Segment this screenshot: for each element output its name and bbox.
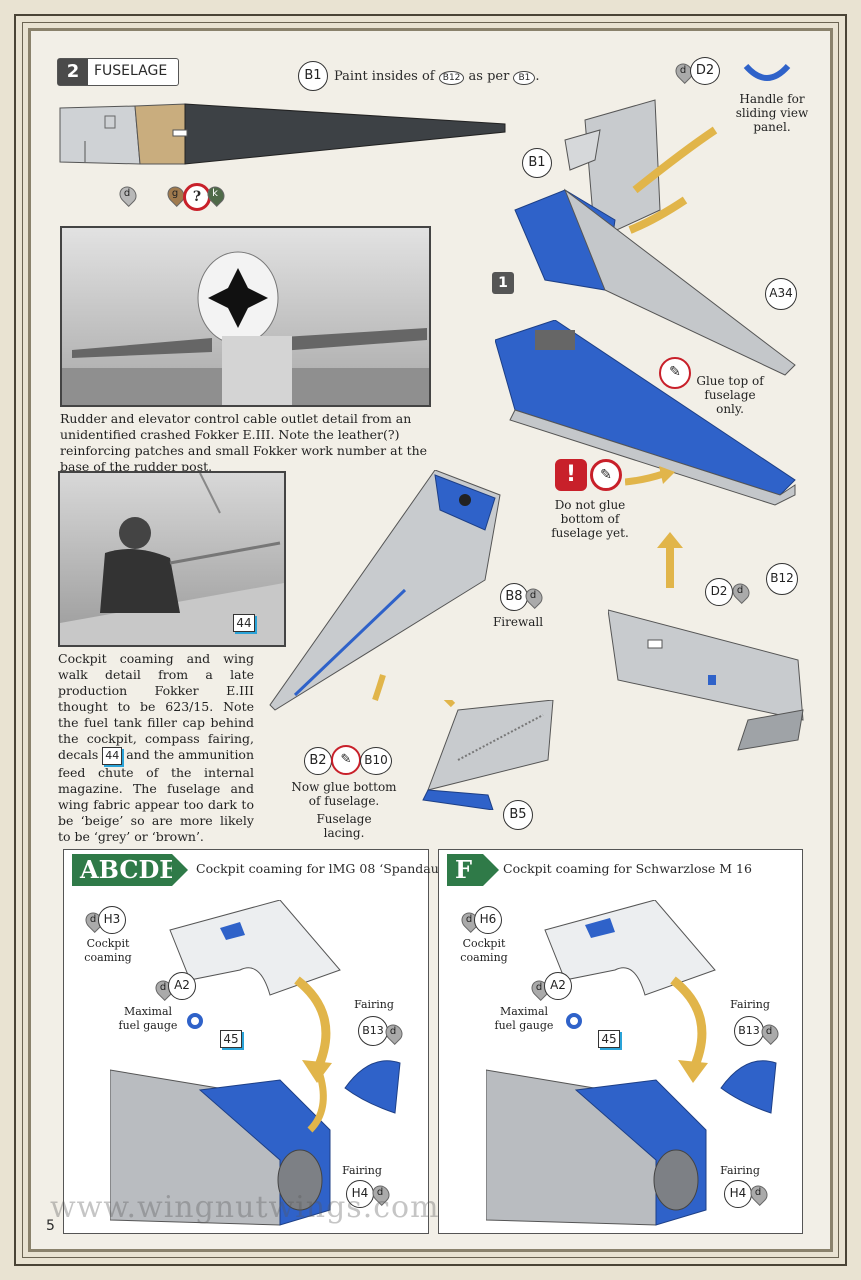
photo2-caption-before: Cockpit coaming and wing walk detail fro… (58, 651, 254, 762)
f-b13-drop-label: d (765, 1026, 773, 1037)
abcde-fairing-label: Fairing (354, 998, 394, 1011)
decal-44-photo: 44 (233, 614, 255, 632)
handle-drop-label: d (679, 65, 687, 76)
glue-icon-top: ✎ (659, 357, 691, 389)
section-number: 2 (58, 59, 88, 85)
abcde-h4-drop-label: d (376, 1187, 384, 1198)
page-number: 5 (46, 1218, 55, 1234)
rear-d2-drop-label: d (736, 585, 744, 596)
f-h4-drop-label: d (754, 1187, 762, 1198)
abcde-fuselage-front (110, 1069, 331, 1226)
abcde-a2-drop-label: d (159, 982, 167, 993)
bottom-glue-caption: Now glue bottom of fuselage. (291, 780, 397, 808)
top-note-mid: as per (468, 69, 510, 84)
firewall-caption: Firewall (492, 615, 544, 629)
callout-h3: H3 (98, 906, 126, 934)
panel-f-title: Cockpit coaming for Schwarzlose M 16 (503, 861, 752, 876)
decal-44-inline: 44 (102, 747, 123, 765)
fuselage-lacing-detail (422, 700, 554, 810)
callout-h4-f: H4 (724, 1180, 752, 1208)
photo1-caption: Rudder and elevator control cable outlet… (60, 411, 428, 474)
top-note-text: Paint insides of (334, 69, 435, 84)
abcde-fairing2-label: Fairing (342, 1164, 382, 1177)
handle-part-icon (743, 63, 791, 81)
handle-caption: Handle for sliding view panel. (735, 92, 809, 134)
page-border-middle (22, 22, 839, 1258)
photo-crashed-fokker-image (62, 251, 429, 405)
panel-abcde-badge: ABCDE (72, 854, 188, 886)
callout-h6: H6 (474, 906, 502, 934)
glue-icon-bottom: ✎ (331, 745, 361, 775)
callout-b1: B1 (298, 61, 328, 91)
fuselage-frame-assembly (514, 99, 796, 376)
no-glue-icon: ✎ (590, 459, 622, 491)
page-border-outer (14, 14, 847, 1266)
callout-b1-right: B1 (522, 148, 552, 178)
f-gauge-label: Maximal fuel gauge (494, 1005, 554, 1032)
abcde-h-drop-label: d (89, 914, 97, 925)
callout-a34: A34 (765, 278, 797, 310)
decal-45-f: 45 (598, 1030, 620, 1048)
panel-f-badge: F (447, 854, 499, 886)
firewall-drop-label: d (529, 590, 537, 601)
callout-b8: B8 (500, 583, 528, 611)
lacing-caption: Fuselage lacing. (316, 812, 372, 840)
step-1-badge: 1 (492, 272, 514, 294)
top-note: Paint insides of B12 as per B1. (334, 69, 540, 85)
ref-b1: B1 (513, 71, 536, 85)
fuselage-underside-view (269, 470, 501, 711)
f-curve-arrow-icon (670, 976, 708, 1083)
rear-fuselage-detail (608, 609, 804, 751)
callout-a2-abcde: A2 (168, 972, 196, 1000)
fuselage-side-drawing (59, 103, 506, 165)
f-fuselage-front (486, 1069, 707, 1226)
paint-drop-d-label: d (123, 188, 131, 199)
panel-abcde-title: Cockpit coaming for lMG 08 ‘Spandau’ (196, 861, 443, 876)
callout-d2-rear: D2 (705, 578, 733, 606)
callout-a2-f: A2 (544, 972, 572, 1000)
abcde-fairing-part (344, 1060, 401, 1114)
paint-drop-k-label: k (212, 188, 218, 199)
callout-b13-f: B13 (734, 1016, 764, 1046)
abcde-curve-arrow-icon (294, 976, 332, 1083)
f-fairing-part (720, 1060, 777, 1114)
section-header: 2 FUSELAGE (57, 58, 179, 86)
callout-b2: B2 (304, 747, 332, 775)
f-fairing2-label: Fairing (720, 1164, 760, 1177)
abcde-gauge-label: Maximal fuel gauge (118, 1005, 178, 1032)
callout-b5: B5 (503, 800, 533, 830)
decal-45-abcde: 45 (220, 1030, 242, 1048)
photo-cockpit-coaming-image (60, 473, 284, 645)
f-gauge-part (566, 1013, 582, 1029)
abcde-b13-drop-label: d (389, 1026, 397, 1037)
abcde-coaming-part (169, 900, 341, 996)
photo2-caption-after: and the ammunition feed chute of the int… (58, 747, 255, 844)
photo2-caption: Cockpit coaming and wing walk detail fro… (58, 651, 254, 845)
warning-icon: ! (555, 459, 587, 491)
glue-top-caption: Glue top of fuselage only. (696, 374, 764, 416)
f-a2-drop-label: d (535, 982, 543, 993)
callout-b12: B12 (766, 563, 798, 595)
abcde-gauge-part (187, 1013, 203, 1029)
callout-d2-handle: D2 (690, 57, 720, 85)
arrow-right-icon (625, 466, 675, 486)
no-glue-caption: Do not glue bottom of fuselage yet. (551, 498, 629, 540)
fuselage-top-blue (495, 320, 796, 506)
paint-drop-g-label: g (171, 188, 179, 199)
ref-b12: B12 (438, 71, 465, 85)
section-title: FUSELAGE (94, 63, 168, 79)
photo-crashed-fokker (60, 226, 431, 407)
photo-cockpit-coaming (58, 471, 286, 647)
callout-b13-abcde: B13 (358, 1016, 388, 1046)
callout-b10: B10 (360, 747, 392, 775)
watermark: www.wingnutwings.com (50, 1190, 440, 1225)
arrow-up-icon (657, 532, 683, 588)
f-coaming-label: Cockpit coaming (460, 937, 508, 964)
f-h-drop-label: d (465, 914, 473, 925)
f-fairing-label: Fairing (730, 998, 770, 1011)
top-note-end: . (535, 69, 540, 84)
abcde-coaming-label: Cockpit coaming (84, 937, 132, 964)
